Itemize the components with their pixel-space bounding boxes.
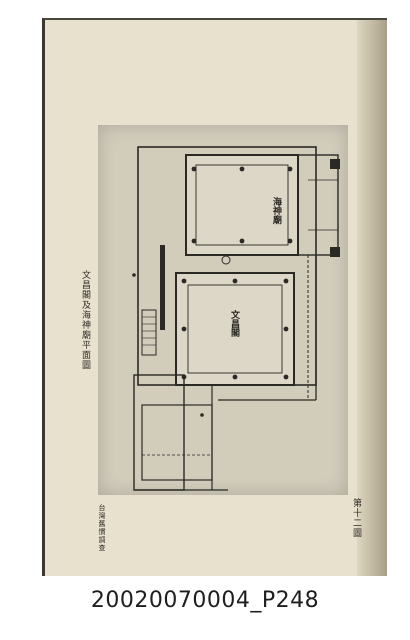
sea-god-temple-inner <box>195 164 289 246</box>
floor-plan-drawing <box>132 146 340 491</box>
well <box>221 255 231 265</box>
book-page: 海神廟 文昌閣 文昌閣及海神廟平面圖 第十二圖 台灣舊慣調查 <box>42 18 387 576</box>
east-annex <box>297 154 339 256</box>
wenchang-pavilion-inner <box>187 284 283 374</box>
sea-god-temple-label: 海神廟 <box>271 197 281 224</box>
book-gutter <box>357 20 387 576</box>
scan-identifier: 20020070004_P248 <box>90 588 320 613</box>
thick-wall <box>160 245 165 330</box>
publisher-mark: 台灣舊慣調查 <box>98 504 106 552</box>
corner-pillar <box>330 159 340 169</box>
floor-plan-plate: 海神廟 文昌閣 <box>98 125 348 495</box>
columns <box>132 166 293 380</box>
wenchang-pavilion-outline <box>175 272 295 386</box>
plate-number: 第十二圖 <box>351 498 361 538</box>
figure-caption: 文昌閣及海神廟平面圖 <box>80 270 90 370</box>
sea-god-temple-outline <box>185 154 299 256</box>
corner-pillar <box>330 247 340 257</box>
stairs <box>141 309 157 356</box>
wenchang-pavilion-label: 文昌閣 <box>229 310 239 337</box>
scanned-page-frame: 海神廟 文昌閣 文昌閣及海神廟平面圖 第十二圖 台灣舊慣調查 <box>20 8 392 580</box>
